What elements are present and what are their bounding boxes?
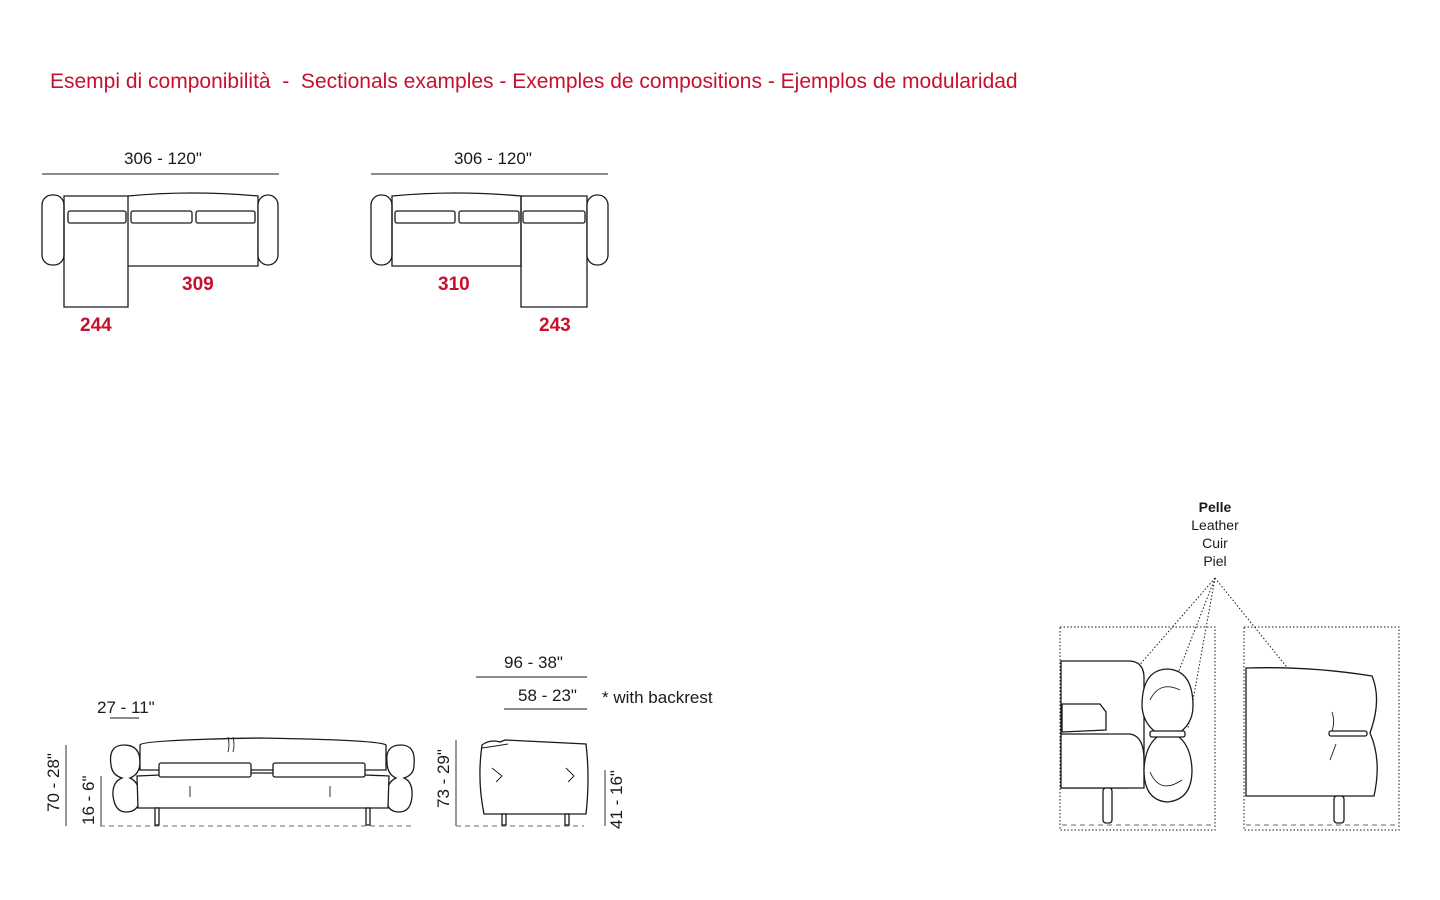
side-seat-height: 41 - 16": [607, 770, 626, 829]
backrest-note: * with backrest: [602, 688, 713, 707]
composition-2-drawing: [370, 173, 609, 308]
composition-2-code-a: 310: [438, 274, 470, 295]
side-height: 73 - 29": [434, 749, 453, 808]
page-title: Esempi di componibilità - Sectionals exa…: [50, 70, 1018, 93]
material-label: Pelle Leather Cuir Piel: [1175, 498, 1255, 570]
material-it: Pelle: [1198, 499, 1232, 515]
material-fr: Cuir: [1202, 535, 1228, 551]
front-seat-height: 16 - 6": [79, 775, 98, 825]
material-es: Piel: [1203, 553, 1227, 569]
front-height: 70 - 28": [44, 753, 63, 812]
composition-1-width: 306 - 120": [124, 149, 202, 168]
front-view-drawing: [65, 717, 415, 827]
composition-2-width: 306 - 120": [454, 149, 532, 168]
composition-2-code-b: 243: [539, 315, 571, 336]
composition-1-drawing: [41, 173, 279, 308]
detail-drawings: [1059, 577, 1400, 831]
side-depth-total: 96 - 38": [504, 653, 563, 672]
material-en: Leather: [1191, 517, 1239, 533]
composition-1-code-a: 309: [182, 274, 214, 295]
composition-1-code-b: 244: [80, 315, 112, 336]
front-arm-width: 27 - 11": [97, 698, 155, 717]
side-depth-seat: 58 - 23": [518, 686, 577, 705]
side-view-drawing: [455, 676, 606, 827]
